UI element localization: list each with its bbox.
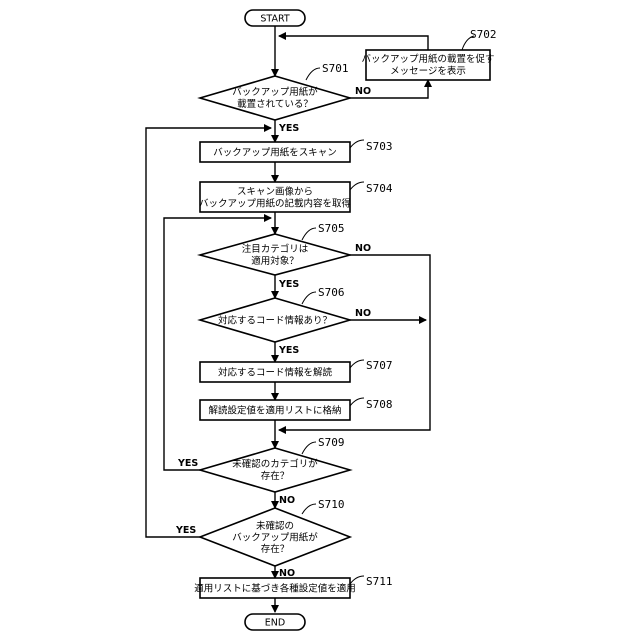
- start-text: START: [260, 14, 290, 25]
- end-terminal: END: [245, 614, 305, 630]
- s701-yes-label: YES: [278, 123, 299, 134]
- s710-text-line2: バックアップ用紙が: [232, 532, 318, 544]
- s709-yes-label: YES: [177, 458, 198, 469]
- s704-leader: [350, 182, 364, 190]
- s706-yes-label: YES: [278, 345, 299, 356]
- s703-text: バックアップ用紙をスキャン: [213, 147, 337, 159]
- s702-label: S702: [470, 28, 497, 41]
- s706-leader: [302, 292, 316, 304]
- s702-text-line1: バックアップ用紙の載置を促す: [361, 53, 494, 65]
- process-s708: 解読設定値を適用リストに格納: [200, 400, 350, 420]
- s706-no-label: NO: [355, 308, 371, 319]
- s707-leader: [350, 360, 364, 368]
- s705-text-line1: 注目カテゴリは: [242, 243, 309, 255]
- s701-leader: [306, 68, 320, 80]
- s709-leader: [302, 442, 316, 454]
- s703-label: S703: [366, 140, 393, 153]
- decision-s710: 未確認の バックアップ用紙が 存在？: [200, 508, 350, 566]
- s706-text: 対応するコード情報あり？: [218, 315, 332, 327]
- s705-text-line2: 適用対象？: [251, 255, 299, 267]
- s710-text-line1: 未確認の: [256, 520, 294, 532]
- s701-text-line2: 載置されている？: [237, 98, 313, 110]
- s704-text-line2: バックアップ用紙の記載内容を取得: [199, 198, 352, 210]
- arrow-s702-to-s701: [279, 36, 428, 50]
- s707-text: 対応するコード情報を解読: [218, 367, 333, 379]
- end-text: END: [265, 618, 285, 629]
- s705-label: S705: [318, 222, 345, 235]
- decision-s709: 未確認のカテゴリが 存在？: [200, 448, 350, 492]
- s710-text-line3: 存在？: [261, 543, 290, 555]
- s709-text-line2: 存在？: [261, 470, 290, 482]
- s701-no-label: NO: [355, 86, 371, 97]
- s709-text-line1: 未確認のカテゴリが: [232, 458, 318, 470]
- process-s704: スキャン画像から バックアップ用紙の記載内容を取得: [199, 182, 352, 212]
- s708-leader: [350, 398, 364, 406]
- process-s711: 適用リストに基づき各種設定値を適用: [194, 578, 356, 598]
- s710-no-label: NO: [279, 568, 295, 579]
- decision-s706: 対応するコード情報あり？: [200, 298, 350, 342]
- s704-label: S704: [366, 182, 393, 195]
- s710-label: S710: [318, 498, 345, 511]
- s702-text-line2: メッセージを表示: [390, 65, 466, 77]
- start-terminal: START: [245, 10, 305, 26]
- s701-label: S701: [322, 62, 349, 75]
- decision-s701: バックアップ用紙が 載置されている？: [200, 76, 350, 120]
- process-s707: 対応するコード情報を解読: [200, 362, 350, 382]
- s711-text: 適用リストに基づき各種設定値を適用: [194, 583, 356, 595]
- decision-s705: 注目カテゴリは 適用対象？: [200, 234, 350, 275]
- s708-label: S708: [366, 398, 393, 411]
- s709-label: S709: [318, 436, 345, 449]
- s704-text-line1: スキャン画像から: [237, 186, 313, 198]
- s708-text: 解読設定値を適用リストに格納: [208, 405, 341, 417]
- s711-label: S711: [366, 575, 393, 588]
- s707-label: S707: [366, 359, 393, 372]
- process-s703: バックアップ用紙をスキャン: [200, 142, 350, 162]
- s705-no-label: NO: [355, 243, 371, 254]
- s701-text-line1: バックアップ用紙が: [232, 86, 318, 98]
- s710-yes-label: YES: [175, 525, 196, 536]
- process-s702: バックアップ用紙の載置を促す メッセージを表示: [361, 50, 494, 80]
- s705-leader: [302, 228, 316, 240]
- s703-leader: [350, 140, 364, 148]
- s705-yes-label: YES: [278, 279, 299, 290]
- step-labels: S701 S702 S703 S704 S705 S706 S707 S708 …: [302, 28, 497, 588]
- s710-leader: [302, 504, 316, 514]
- s709-no-label: NO: [279, 495, 295, 506]
- s706-label: S706: [318, 286, 345, 299]
